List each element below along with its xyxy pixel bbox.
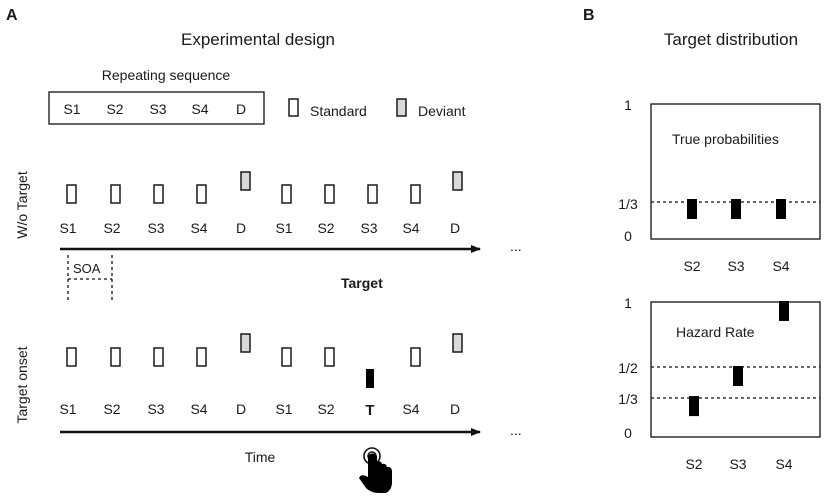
bar-s2 [689,396,699,417]
deviant-stimulus [452,171,463,191]
repeating-sequence-label: Repeating sequence [102,67,231,83]
standard-stimulus [324,347,335,367]
standard-stimulus [281,184,292,204]
press-hand-icon [359,447,392,493]
standard-legend-swatch [288,98,299,117]
bar-s4 [776,199,786,219]
row1-stim-label: S4 [190,220,207,236]
y-tick-label: 0 [624,228,632,244]
row1-stim-label: S1 [275,220,292,236]
row2-stim-label: S3 [147,401,164,417]
standard-stimulus [66,184,77,204]
standard-stimulus [66,347,77,367]
target-stimulus [366,369,374,388]
standard-stimulus [410,347,421,367]
x-tick-label: S4 [775,456,792,472]
standard-stimulus [367,184,378,204]
panel-a-letter: A [6,7,18,24]
standard-stimulus [196,347,207,367]
y-tick-label: 1 [624,295,632,311]
standard-legend-label: Standard [310,103,367,119]
row1-stim-label: S2 [103,220,120,236]
true-probabilities-chart: True probabilities 1 1/3 0 S2 S3 S4 [618,97,821,274]
row2-stim-label: D [236,401,246,417]
y-tick-label: 1/3 [618,391,638,407]
panel-b-letter: B [583,7,595,24]
standard-stimulus [281,347,292,367]
y-tick-label: 0 [624,425,632,441]
row1-stim-label: S3 [360,220,377,236]
target-stim-label: T [365,402,374,419]
row1-stim-label: S1 [59,220,76,236]
time-axis-label: Time [245,449,276,465]
seq-item: S1 [63,101,80,117]
x-tick-label: S2 [683,258,700,274]
x-tick-label: S3 [729,456,746,472]
standard-stimulus [410,184,421,204]
row2-stim-label: S4 [402,401,419,417]
standard-stimulus [196,184,207,204]
y-tick-label: 1 [624,97,632,113]
row1-ellipsis: ... [510,238,522,254]
seq-item: D [236,101,246,117]
row2-stim-label: S1 [275,401,292,417]
row1-stim-label: S2 [317,220,334,236]
row2-stim-label: S2 [103,401,120,417]
row1-stim-label: S4 [402,220,419,236]
hazard-rate-chart: Hazard Rate 1 1/2 1/3 0 S2 S3 S4 [618,295,821,472]
panel-b-title: Target distribution [664,30,798,49]
row1-stim-label: D [236,220,246,236]
row1-label: W/o Target [14,171,30,239]
repeating-sequence-box [48,91,265,125]
x-tick-label: S3 [727,258,744,274]
row2-stim-label: S2 [317,401,334,417]
deviant-stimulus [240,171,251,191]
row1-stim-label: S3 [147,220,164,236]
panel-a-title: Experimental design [181,30,335,49]
row1-stim-label: D [450,220,460,236]
target-heading: Target [341,275,383,291]
chart-inner-title: Hazard Rate [676,324,755,340]
seq-item: S4 [191,101,208,117]
deviant-legend-swatch [396,98,407,117]
y-tick-label: 1/2 [618,360,638,376]
x-tick-label: S2 [685,456,702,472]
row2-stim-label: D [450,401,460,417]
chart-frame [650,301,821,438]
bar-s3 [731,199,741,219]
seq-item: S3 [149,101,166,117]
standard-stimulus [110,347,121,367]
deviant-legend-label: Deviant [418,103,466,119]
row2-stim-label: S1 [59,401,76,417]
row2-stim-label: S4 [190,401,207,417]
standard-stimulus [110,184,121,204]
chart-inner-title: True probabilities [672,131,779,147]
row2-label: Target onset [14,346,30,423]
standard-stimulus [153,347,164,367]
standard-stimulus [324,184,335,204]
chart-frame [650,103,821,240]
soa-label: SOA [73,261,101,276]
bar-s2 [687,199,697,219]
y-tick-label: 1/3 [618,196,638,212]
x-tick-label: S4 [772,258,789,274]
standard-stimulus [153,184,164,204]
seq-item: S2 [106,101,123,117]
bar-s3 [733,366,743,386]
deviant-stimulus [452,333,463,353]
bar-s4 [779,301,789,321]
deviant-stimulus [240,333,251,353]
row2-ellipsis: ... [510,422,522,438]
